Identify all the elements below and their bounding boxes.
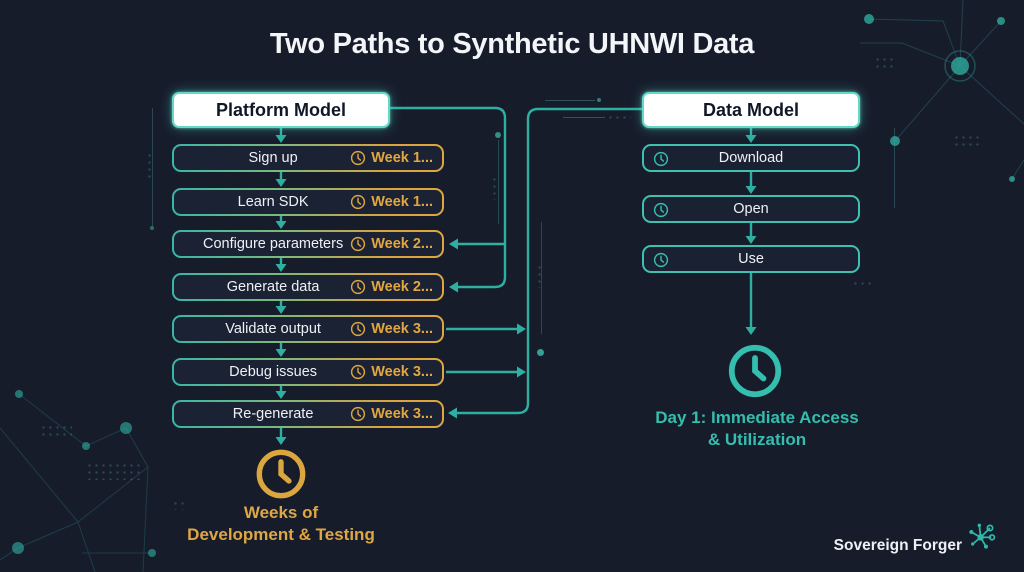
clock-icon [653, 202, 669, 218]
step-time-label: Week 3... [371, 364, 433, 380]
clock-icon [351, 194, 366, 210]
clock-icon [351, 279, 366, 295]
decor-dots [953, 134, 981, 148]
decor-dots [536, 264, 544, 288]
data-step-open: Open [642, 195, 860, 223]
data-step-use: Use [642, 245, 860, 273]
step-label: Download [718, 150, 784, 166]
platform-outcome-line2: Development & Testing [187, 524, 375, 544]
step-time-label: Week 2... [371, 236, 433, 252]
decor-line [894, 128, 895, 208]
platform-step-re-generate: Re-generate Week 3... [172, 400, 444, 428]
step-label: Re-generate [232, 406, 314, 422]
clock-icon [653, 252, 669, 268]
step-label: Learn SDK [237, 194, 309, 210]
clock-icon [653, 151, 669, 167]
decor-dots [40, 424, 72, 438]
data-model-header: Data Model [642, 92, 860, 128]
step-time-label: Week 1... [371, 150, 433, 166]
step-time-label: Week 3... [371, 321, 433, 337]
step-time-badge: Week 3... [350, 406, 433, 422]
decor-line [541, 222, 542, 334]
platform-step-learn-sdk: Learn SDK Week 1... [172, 188, 444, 216]
step-time-label: Week 1... [371, 194, 433, 210]
platform-step-debug-issues: Debug issues Week 3... [172, 358, 444, 386]
platform-outcome-text: Weeks of Development & Testing [141, 502, 421, 546]
step-time-badge: Week 1... [350, 194, 433, 210]
decor-dots [852, 280, 872, 288]
step-time-badge: Week 1... [350, 150, 433, 166]
platform-step-generate-data: Generate data Week 2... [172, 273, 444, 301]
clock-icon [728, 344, 782, 398]
platform-outcome-line1: Weeks of [243, 503, 319, 522]
step-time-badge: Week 3... [350, 364, 433, 380]
platform-step-configure-parameters: Configure parameters Week 2... [172, 230, 444, 258]
decor-line [498, 140, 499, 224]
decor-line [563, 117, 605, 118]
data-step-download: Download [642, 144, 860, 172]
step-label: Generate data [226, 279, 320, 295]
decor-dot [150, 226, 154, 230]
step-time-label: Week 3... [371, 406, 433, 422]
decor-line [152, 108, 153, 226]
decor-dot [597, 98, 601, 102]
clock-icon [351, 321, 366, 337]
step-time-badge: Week 2... [350, 236, 433, 252]
decor-dots [86, 462, 144, 480]
data-outcome-text: Day 1: Immediate Access & Utilization [607, 407, 907, 451]
step-time-label: Week 2... [371, 279, 433, 295]
step-label: Sign up [248, 150, 298, 166]
decor-dots [172, 500, 186, 510]
decor-dots [607, 114, 631, 122]
step-label: Debug issues [229, 364, 318, 380]
brand-footer: Sovereign Forger [834, 520, 998, 558]
data-outcome-line1: Day 1: Immediate Access [655, 408, 859, 427]
step-label: Open [733, 201, 769, 217]
data-outcome-line2: & Utilization [707, 429, 807, 449]
step-time-badge: Week 2... [350, 279, 433, 295]
brand-name: Sovereign Forger [833, 537, 962, 554]
clock-icon [351, 406, 366, 422]
clock-icon [351, 236, 366, 252]
page-title: Two Paths to Synthetic UHNWI Data [269, 28, 755, 60]
decor-dots [491, 176, 499, 200]
platform-step-sign-up: Sign up Week 1... [172, 144, 444, 172]
decor-dots [146, 152, 154, 178]
platform-model-header: Platform Model [172, 92, 390, 128]
clock-icon [351, 364, 366, 380]
decor-dot [537, 349, 544, 356]
step-label: Use [738, 251, 764, 267]
decor-line [545, 100, 595, 101]
decor-dots [874, 56, 896, 70]
step-time-badge: Week 3... [350, 321, 433, 337]
step-label: Validate output [225, 321, 321, 337]
decor-dot [495, 132, 501, 138]
platform-step-validate-output: Validate output Week 3... [172, 315, 444, 343]
step-label: Configure parameters [202, 236, 344, 252]
clock-icon [256, 449, 306, 499]
network-nodes-icon [969, 523, 996, 549]
clock-icon [351, 150, 366, 166]
